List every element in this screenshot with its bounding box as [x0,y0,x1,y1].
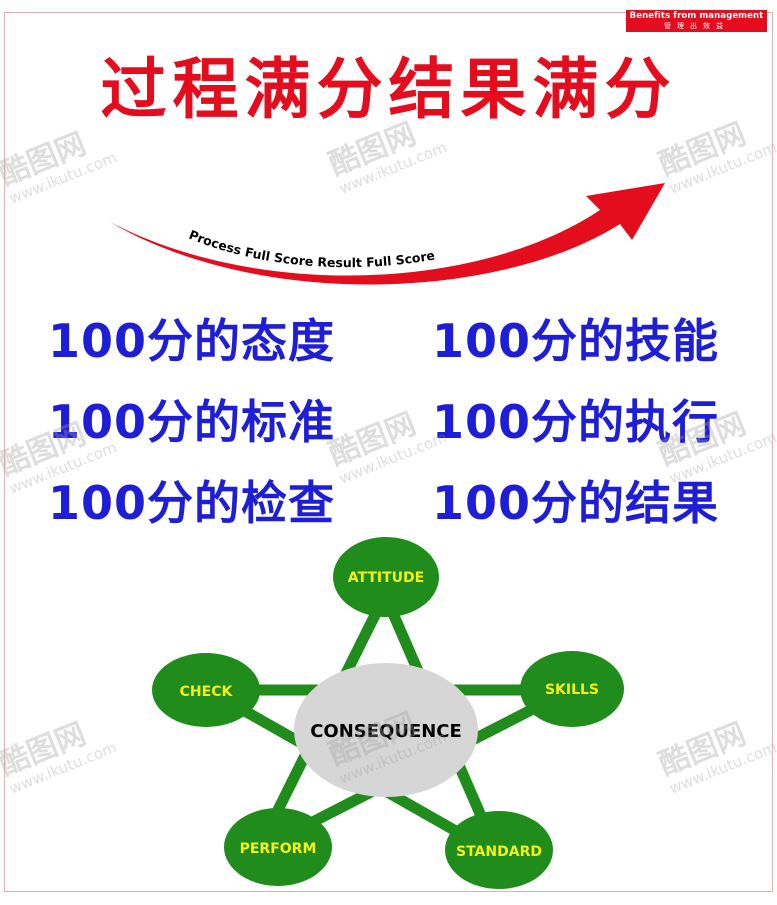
node-perform [224,808,332,886]
star-diagram: CONSEQUENCE ATTITUDE SKILLS STANDARD PER… [152,537,624,889]
center-ellipse [294,663,478,797]
center-label: CONSEQUENCE [310,721,462,742]
text-line-standard: 100分的标准 [48,395,336,449]
node-standard [445,811,553,889]
text-line-execution: 100分的执行 [432,395,720,449]
node-check [152,653,260,727]
node-skills [520,651,624,727]
curved-arrow-shape [110,183,665,285]
curved-arrow: Process Full Score Result Full Score [110,183,665,285]
text-line-skills: 100分的技能 [432,314,720,368]
node-perform-label: PERFORM [240,841,317,857]
poster-border [4,12,773,892]
node-standard-label: STANDARD [456,844,542,860]
brand-tag-chinese: 管理出效益 [664,21,729,30]
text-line-result: 100分的结果 [432,476,720,530]
node-attitude-label: ATTITUDE [348,570,424,586]
node-skills-label: SKILLS [545,682,599,698]
node-check-label: CHECK [180,684,234,700]
poster-title: 过程满分结果满分 [100,51,677,128]
brand-tag: Benefits from management 管理出效益 [626,10,767,32]
text-line-check: 100分的检查 [48,476,336,530]
node-attitude [333,537,439,617]
text-line-attitude: 100分的态度 [48,314,336,368]
brand-tag-english: Benefits from management [629,11,764,22]
